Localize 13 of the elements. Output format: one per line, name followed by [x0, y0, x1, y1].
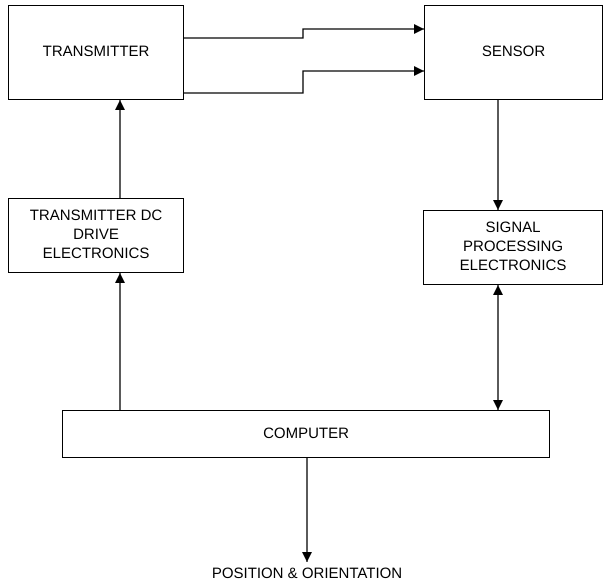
arrow	[184, 24, 424, 39]
arrow	[184, 66, 424, 94]
output-label: POSITION & ORIENTATION	[212, 564, 402, 584]
transmitter-box: TRANSMITTER	[8, 5, 184, 100]
computer-box: COMPUTER	[62, 410, 550, 458]
arrow	[493, 100, 503, 210]
arrow	[115, 273, 125, 410]
arrow	[115, 100, 125, 198]
drive-electronics-box: TRANSMITTER DC DRIVE ELECTRONICS	[8, 198, 184, 273]
signal-processing-box: SIGNAL PROCESSING ELECTRONICS	[423, 210, 603, 285]
arrow	[302, 458, 312, 562]
sensor-box: SENSOR	[424, 5, 603, 100]
arrow	[493, 285, 503, 410]
